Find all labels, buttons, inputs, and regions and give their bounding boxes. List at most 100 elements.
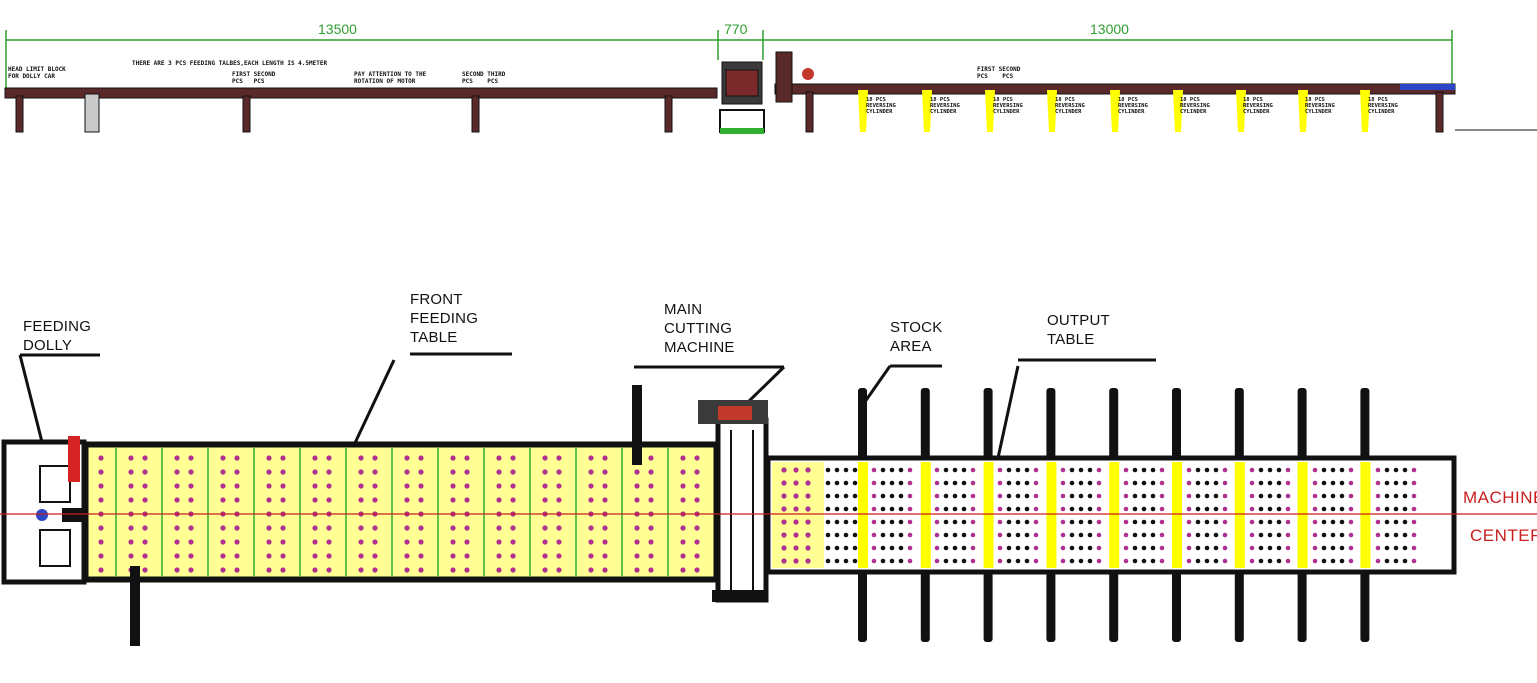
roller-dot <box>1375 532 1381 538</box>
roller-dot <box>852 493 858 499</box>
feeding-dolly <box>1 436 98 585</box>
roller-dot <box>1078 532 1084 538</box>
roller-dot <box>556 525 562 531</box>
roller-dot <box>1060 532 1066 538</box>
roller-dot <box>418 469 424 475</box>
roller-dot <box>510 525 516 531</box>
roller-dot <box>852 545 858 551</box>
roller-dot <box>174 469 180 475</box>
roller-dot <box>1249 532 1255 538</box>
roller-dot <box>1339 493 1345 499</box>
roller-dot <box>781 480 787 486</box>
side-view <box>4 30 1537 134</box>
roller-dot <box>1339 519 1345 525</box>
roller-dot <box>358 539 364 545</box>
roller-dot <box>952 519 958 525</box>
roller-dot <box>1348 467 1354 473</box>
roller-dot <box>1069 493 1075 499</box>
roller-dot <box>1150 493 1156 499</box>
roller-dot <box>871 545 877 551</box>
cylinder-arm <box>1046 572 1056 642</box>
reversing-cylinders <box>858 388 1371 642</box>
roller-dot <box>907 519 913 525</box>
roller-dot <box>234 553 240 559</box>
roller-dot <box>1249 493 1255 499</box>
roller-dot <box>1213 558 1219 564</box>
roller-dot <box>312 525 318 531</box>
feeding-rollers <box>98 448 700 576</box>
roller-dot <box>889 493 895 499</box>
roller-dot <box>1312 467 1318 473</box>
roller-dot <box>1186 480 1192 486</box>
roller-dot <box>648 525 654 531</box>
roller-dot <box>1159 545 1165 551</box>
plan-view <box>0 352 1537 646</box>
roller-dot <box>843 506 849 512</box>
roller-dot <box>898 506 904 512</box>
roller-dot <box>834 519 840 525</box>
roller-dot <box>943 558 949 564</box>
roller-dot <box>934 519 940 525</box>
roller-dot <box>934 558 940 564</box>
roller-dot <box>1024 545 1030 551</box>
roller-dot <box>1258 493 1264 499</box>
roller-dot <box>825 506 831 512</box>
roller-dot <box>1024 558 1030 564</box>
cylinder-strip <box>1046 462 1057 568</box>
label-front-feeding-table: FRONT FEEDING TABLE <box>410 291 479 346</box>
roller-dot <box>1195 545 1201 551</box>
roller-dot <box>871 467 877 473</box>
roller-dot <box>280 567 286 573</box>
roller-dot <box>1393 545 1399 551</box>
roller-dot <box>266 567 272 573</box>
roller-dot <box>98 525 104 531</box>
roller-dot <box>825 545 831 551</box>
roller-dot <box>1006 480 1012 486</box>
roller-dot <box>1069 480 1075 486</box>
roller-dot <box>234 567 240 573</box>
roller-dot <box>372 553 378 559</box>
roller-dot <box>128 469 134 475</box>
roller-dot <box>1258 558 1264 564</box>
note-feeding-tables: THERE ARE 3 PCS FEEDING TALBES,EACH LENG… <box>132 60 328 67</box>
roller-dot <box>1015 506 1021 512</box>
roller-dot <box>1159 532 1165 538</box>
roller-dot <box>1402 467 1408 473</box>
roller-dot <box>1060 558 1066 564</box>
roller-dot <box>1258 480 1264 486</box>
roller-dot <box>174 483 180 489</box>
roller-dot <box>1411 532 1417 538</box>
roller-dot <box>1123 506 1129 512</box>
cylinder-arm <box>920 388 930 458</box>
roller-dot <box>834 493 840 499</box>
roller-dot <box>1195 558 1201 564</box>
label-machine-center-1: MACHINE <box>1463 488 1537 507</box>
roller-dot <box>98 567 104 573</box>
roller-dot <box>1033 545 1039 551</box>
roller-dot <box>602 469 608 475</box>
roller-dot <box>1141 532 1147 538</box>
roller-dot <box>1033 532 1039 538</box>
roller-dot <box>1159 467 1165 473</box>
roller-dot <box>648 539 654 545</box>
roller-dot <box>1276 480 1282 486</box>
roller-dot <box>934 532 940 538</box>
roller-dot <box>510 455 516 461</box>
roller-dot <box>1276 558 1282 564</box>
roller-dot <box>880 480 886 486</box>
roller-dot <box>1402 532 1408 538</box>
roller-dot <box>1213 493 1219 499</box>
roller-dot <box>680 455 686 461</box>
roller-dot <box>98 455 104 461</box>
roller-dot <box>496 525 502 531</box>
roller-dot <box>464 455 470 461</box>
roller-dot <box>326 539 332 545</box>
roller-dot <box>1258 532 1264 538</box>
roller-dot <box>1078 506 1084 512</box>
roller-dot <box>1339 480 1345 486</box>
roller-dot <box>1249 480 1255 486</box>
roller-dot <box>1375 506 1381 512</box>
roller-dot <box>556 567 562 573</box>
roller-dot <box>825 493 831 499</box>
roller-dot <box>805 545 811 551</box>
